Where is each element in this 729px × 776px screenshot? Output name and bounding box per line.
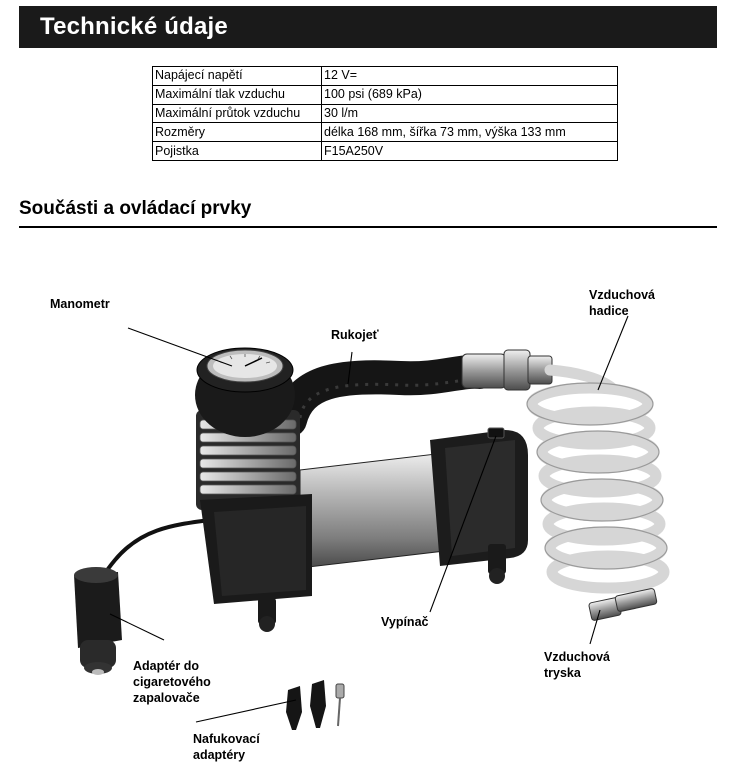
label-hose-line-1: Vzduchová (589, 288, 655, 302)
label-inflation-line-1: Nafukovací (193, 732, 260, 746)
spec-value: F15A250V (321, 141, 618, 161)
label-hose-line-2: hadice (589, 304, 629, 318)
compressor-head (196, 410, 312, 632)
spec-label: Maximální průtok vzduchu (152, 103, 322, 124)
air-nozzle (588, 588, 658, 621)
spec-label: Rozměry (152, 122, 322, 143)
label-gauge: Manometr (50, 297, 110, 311)
spec-value: 100 psi (689 kPa) (321, 84, 618, 105)
section-divider (19, 226, 717, 228)
label-nozzle-line-1: Vzduchová (544, 650, 610, 664)
handle-hose (273, 354, 497, 437)
hose-coupling (461, 349, 553, 391)
spec-label: Pojistka (152, 141, 322, 161)
label-adapter-line-3: zapalovače (133, 691, 200, 705)
label-adapter-line-2: cigaretového (133, 675, 211, 689)
spec-value: délka 168 mm, šířka 73 mm, výška 133 mm (321, 122, 618, 143)
cigarette-plug (74, 567, 122, 675)
label-adapter-line-1: Adaptér do (133, 659, 199, 673)
table-row: Maximální tlak vzduchu 100 psi (689 kPa) (152, 84, 618, 105)
inflation-adapters (286, 680, 345, 730)
table-row: Napájecí napětí 12 V= (152, 66, 618, 86)
label-switch: Vypínač (381, 615, 429, 629)
coiled-hose (526, 364, 670, 594)
pressure-gauge (195, 347, 295, 437)
section-title: Součásti a ovládací prvky (19, 198, 252, 219)
spec-label: Napájecí napětí (152, 66, 322, 86)
table-row: Pojistka F15A250V (152, 141, 618, 161)
table-row: Rozměry délka 168 mm, šířka 73 mm, výška… (152, 122, 618, 143)
label-nozzle-line-2: tryska (544, 666, 581, 680)
specs-table: Napájecí napětí 12 V= Maximální tlak vzd… (152, 66, 618, 161)
label-handle: Rukojeť (331, 328, 379, 342)
page-title: Technické údaje (40, 13, 228, 40)
title-bar: Technické údaje (19, 6, 717, 48)
compressor-body (299, 427, 528, 584)
label-inflation-line-2: adaptéry (193, 748, 246, 762)
